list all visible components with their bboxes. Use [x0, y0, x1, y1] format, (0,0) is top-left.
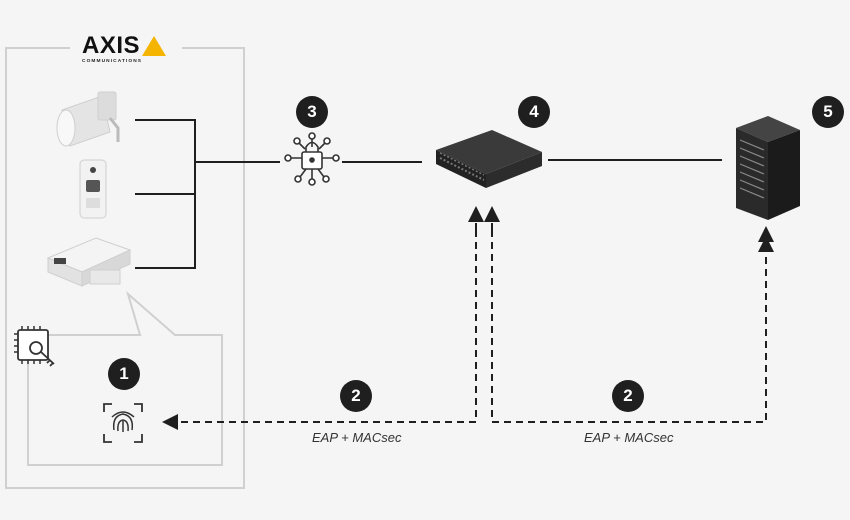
callout-bubble: [27, 290, 223, 466]
right-link-label: EAP + MACsec: [584, 430, 674, 445]
brand-subtitle: COMMUNICATIONS: [82, 59, 143, 64]
server-icon: [736, 116, 800, 220]
secure-chip-key-icon: [14, 326, 55, 367]
left-link-label: EAP + MACsec: [312, 430, 402, 445]
device-group-frame: [5, 47, 245, 489]
horn-speaker-icon: [56, 91, 120, 147]
device-links: [135, 119, 722, 269]
badge-2-right: 2: [612, 380, 644, 412]
badge-5: 5: [812, 96, 844, 128]
eap-links: [162, 206, 774, 430]
brand-name: AXIS: [82, 32, 141, 59]
network-lock-icon: [284, 132, 340, 186]
door-station-icon: [79, 159, 107, 219]
badge-2-left: 2: [340, 380, 372, 412]
network-switch-icon: [436, 130, 542, 188]
badge-3: 3: [296, 96, 328, 128]
badge-1: 1: [108, 358, 140, 390]
fingerprint-icon: [103, 403, 143, 443]
brand-triangle-icon: [142, 36, 166, 56]
badge-4: 4: [518, 96, 550, 128]
camera-icon: [46, 237, 132, 287]
brand-logo: AXIS COMMUNICATIONS: [78, 32, 170, 68]
